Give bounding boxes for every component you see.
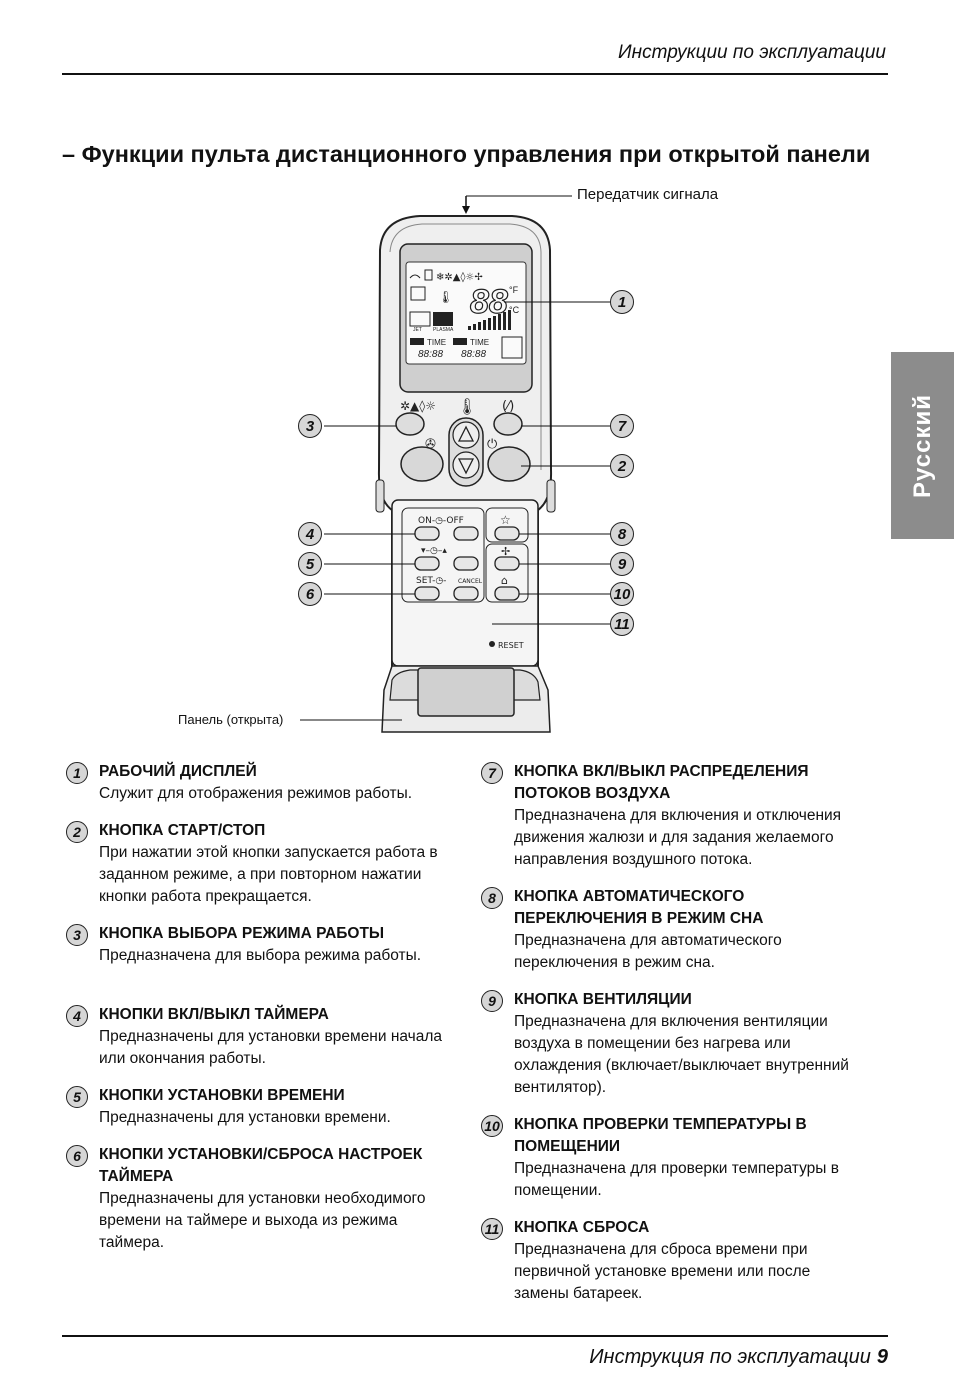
reset-label: RESET xyxy=(498,641,524,650)
footer-title: Инструкция по эксплуатации xyxy=(589,1346,871,1368)
timer-cancel-label: CANCEL xyxy=(458,578,483,585)
callout-4: 4 xyxy=(298,522,322,546)
display-digits: 88 xyxy=(470,283,508,321)
language-side-tab: Русский xyxy=(891,352,954,539)
list-item: 4 КНОПКИ ВКЛ/ВЫКЛ ТАЙМЕРА Предназначены … xyxy=(66,1004,446,1070)
list-item: 2 КНОПКА СТАРТ/СТОП При нажатии этой кно… xyxy=(66,820,446,908)
item-title: КНОПКИ УСТАНОВКИ ВРЕМЕНИ xyxy=(99,1087,345,1104)
svg-text:✢: ✢ xyxy=(501,545,510,558)
callout-7: 7 xyxy=(610,414,634,438)
svg-text:🌡: 🌡 xyxy=(457,397,477,416)
display-plasma-label: PLASMA xyxy=(433,327,454,333)
list-item: 5 КНОПКИ УСТАНОВКИ ВРЕМЕНИ Предназначены… xyxy=(66,1085,446,1129)
callout-11: 11 xyxy=(610,612,634,636)
item-number-badge: 10 xyxy=(481,1115,503,1137)
callout-8: 8 xyxy=(610,522,634,546)
svg-text:☆: ☆ xyxy=(500,513,511,527)
item-description: При нажатии этой кнопки запускается рабо… xyxy=(99,844,438,905)
item-title: КНОПКА АВТОМАТИЧЕСКОГО ПЕРЕКЛЮЧЕНИЯ В РЕ… xyxy=(514,888,764,927)
descriptions-right-column: 7 КНОПКА ВКЛ/ВЫКЛ РАСПРЕДЕЛЕНИЯ ПОТОКОВ … xyxy=(481,761,861,1305)
item-number-badge: 8 xyxy=(481,887,503,909)
list-item: 11 КНОПКА СБРОСА Предназначена для сброс… xyxy=(481,1217,861,1305)
list-item: 3 КНОПКА ВЫБОРА РЕЖИМА РАБОТЫ Предназнач… xyxy=(66,923,446,967)
page-number: 9 xyxy=(876,1346,888,1368)
callout-5: 5 xyxy=(298,552,322,576)
callout-1: 1 xyxy=(610,290,634,314)
item-number-badge: 7 xyxy=(481,762,503,784)
item-number-badge: 3 xyxy=(66,924,88,946)
list-item: 9 КНОПКА ВЕНТИЛЯЦИИ Предназначена для вк… xyxy=(481,989,861,1099)
item-title: КНОПКА ВЫБОРА РЕЖИМА РАБОТЫ xyxy=(99,925,385,942)
callout-2: 2 xyxy=(610,454,634,478)
display-time-off: TIME xyxy=(470,338,489,347)
list-item: 10 КНОПКА ПРОВЕРКИ ТЕМПЕРАТУРЫ В ПОМЕЩЕН… xyxy=(481,1114,861,1202)
footer-rule xyxy=(62,1335,888,1337)
list-item: 7 КНОПКА ВКЛ/ВЫКЛ РАСПРЕДЕЛЕНИЯ ПОТОКОВ … xyxy=(481,761,861,871)
item-title: КНОПКА ПРОВЕРКИ ТЕМПЕРАТУРЫ В ПОМЕЩЕНИИ xyxy=(514,1116,807,1155)
item-description: Предназначена для сброса времени при пер… xyxy=(514,1241,811,1302)
svg-text:▾–◷–▴: ▾–◷–▴ xyxy=(421,546,447,556)
header-rule xyxy=(62,73,888,75)
item-number-badge: 2 xyxy=(66,821,88,843)
callout-9: 9 xyxy=(610,552,634,576)
list-item: 6 КНОПКИ УСТАНОВКИ/СБРОСА НАСТРОЕК ТАЙМЕ… xyxy=(66,1144,446,1254)
item-number-badge: 9 xyxy=(481,990,503,1012)
item-number-badge: 4 xyxy=(66,1005,88,1027)
item-number-badge: 5 xyxy=(66,1086,88,1108)
item-title: КНОПКИ ВКЛ/ВЫКЛ ТАЙМЕРА xyxy=(99,1006,329,1023)
item-number-badge: 1 xyxy=(66,762,88,784)
item-title: РАБОЧИЙ ДИСПЛЕЙ xyxy=(99,763,257,780)
item-description: Предназначены для установки необходимого… xyxy=(99,1190,426,1251)
callout-3: 3 xyxy=(298,414,322,438)
svg-text:✲▲◊☼: ✲▲◊☼ xyxy=(400,399,436,413)
item-description: Предназначена для включения вентиляции в… xyxy=(514,1013,849,1096)
display-time-value-off: 88:88 xyxy=(461,349,486,360)
svg-text:🌡: 🌡 xyxy=(438,290,453,304)
page-header-title: Инструкции по эксплуатации xyxy=(618,42,886,63)
panel-open-label: Панель (открыта) xyxy=(178,712,284,727)
callout-6: 6 xyxy=(298,582,322,606)
item-description: Предназначены для установки времени нача… xyxy=(99,1028,443,1067)
timer-set-label: SET-◷- xyxy=(416,576,446,586)
item-description: Служит для отображения режимов работы. xyxy=(99,785,413,802)
display-time-value-on: 88:88 xyxy=(418,349,443,360)
list-item: 8 КНОПКА АВТОМАТИЧЕСКОГО ПЕРЕКЛЮЧЕНИЯ В … xyxy=(481,886,861,974)
item-description: Предназначена для включения и отключения… xyxy=(514,807,842,868)
display-unit-c: °C xyxy=(509,305,520,315)
item-description: Предназначена для автоматического перекл… xyxy=(514,932,782,971)
item-description: Предназначены для установки времени. xyxy=(99,1109,391,1126)
remote-control-illustration: ❄✲▲◊☼✢ 🌡 88 °F °C JET PLASMA TIME TIME 8… xyxy=(300,195,610,733)
svg-text:⏻: ⏻ xyxy=(487,437,497,452)
item-title: КНОПКА ВЕНТИЛЯЦИИ xyxy=(514,991,692,1008)
display-unit-f: °F xyxy=(509,285,519,295)
item-title: КНОПКИ УСТАНОВКИ/СБРОСА НАСТРОЕК ТАЙМЕРА xyxy=(99,1146,423,1185)
timer-onoff-label: ON-◷-OFF xyxy=(418,516,464,526)
item-title: КНОПКА ВКЛ/ВЫКЛ РАСПРЕДЕЛЕНИЯ ПОТОКОВ ВО… xyxy=(514,763,809,802)
item-number-badge: 11 xyxy=(481,1218,503,1240)
main-title: – Функции пульта дистанционного управлен… xyxy=(62,141,871,167)
list-item: 1 РАБОЧИЙ ДИСПЛЕЙ Служит для отображения… xyxy=(66,761,446,805)
callout-10: 10 xyxy=(610,582,634,606)
item-title: КНОПКА СТАРТ/СТОП xyxy=(99,822,266,839)
item-number-badge: 6 xyxy=(66,1145,88,1167)
svg-text:(⁄): (⁄) xyxy=(502,399,514,414)
svg-text:⌂: ⌂ xyxy=(501,574,508,587)
descriptions-left-column: 1 РАБОЧИЙ ДИСПЛЕЙ Служит для отображения… xyxy=(66,761,446,1254)
item-description: Предназначена для проверки температуры в… xyxy=(514,1160,839,1199)
item-title: КНОПКА СБРОСА xyxy=(514,1219,650,1236)
display-jet-label: JET xyxy=(413,327,422,333)
transmitter-label: Передатчик сигнала xyxy=(577,186,719,203)
item-description: Предназначена для выбора режима работы. xyxy=(99,947,422,964)
svg-text:✇: ✇ xyxy=(425,437,436,452)
remote-figure: ❄✲▲◊☼✢ 🌡 88 °F °C JET PLASMA TIME TIME 8… xyxy=(178,186,719,733)
svg-text:❄✲▲◊☼✢: ❄✲▲◊☼✢ xyxy=(436,271,483,283)
display-time-on: TIME xyxy=(427,338,446,347)
